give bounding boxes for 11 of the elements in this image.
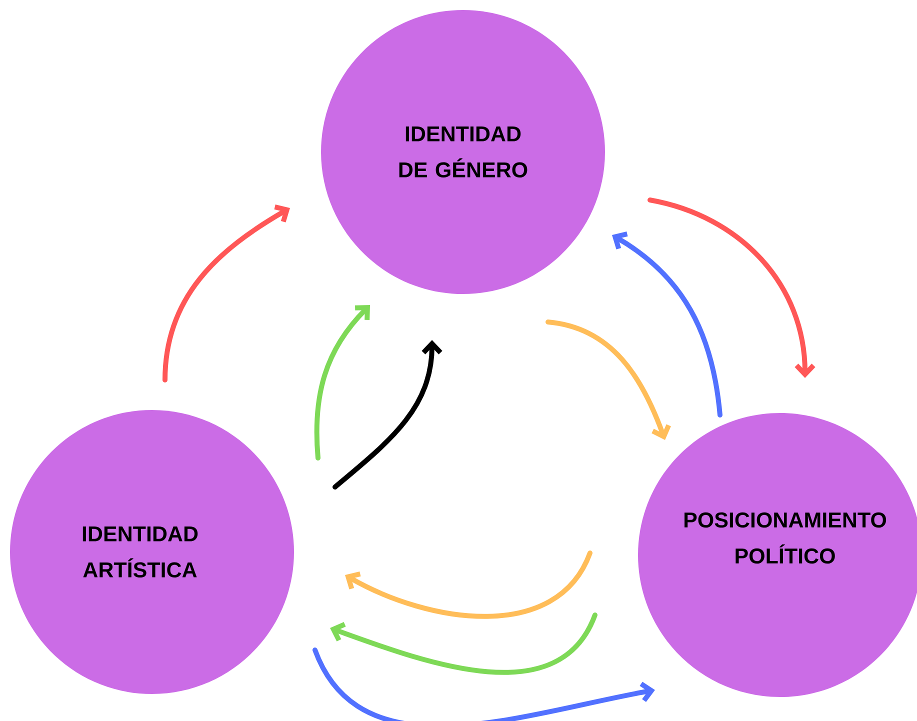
arrow (162, 204, 290, 383)
arrow (312, 648, 655, 721)
arrow (648, 198, 816, 378)
arrow (314, 305, 370, 461)
arrow (332, 340, 442, 490)
arrow (546, 320, 671, 440)
arrow (345, 550, 593, 619)
circle-node: IDENTIDAD DE GÉNERO (321, 10, 605, 294)
arrow (612, 232, 722, 418)
arrow (330, 612, 598, 675)
circle-node: IDENTIDAD ARTÍSTICA (10, 410, 294, 694)
